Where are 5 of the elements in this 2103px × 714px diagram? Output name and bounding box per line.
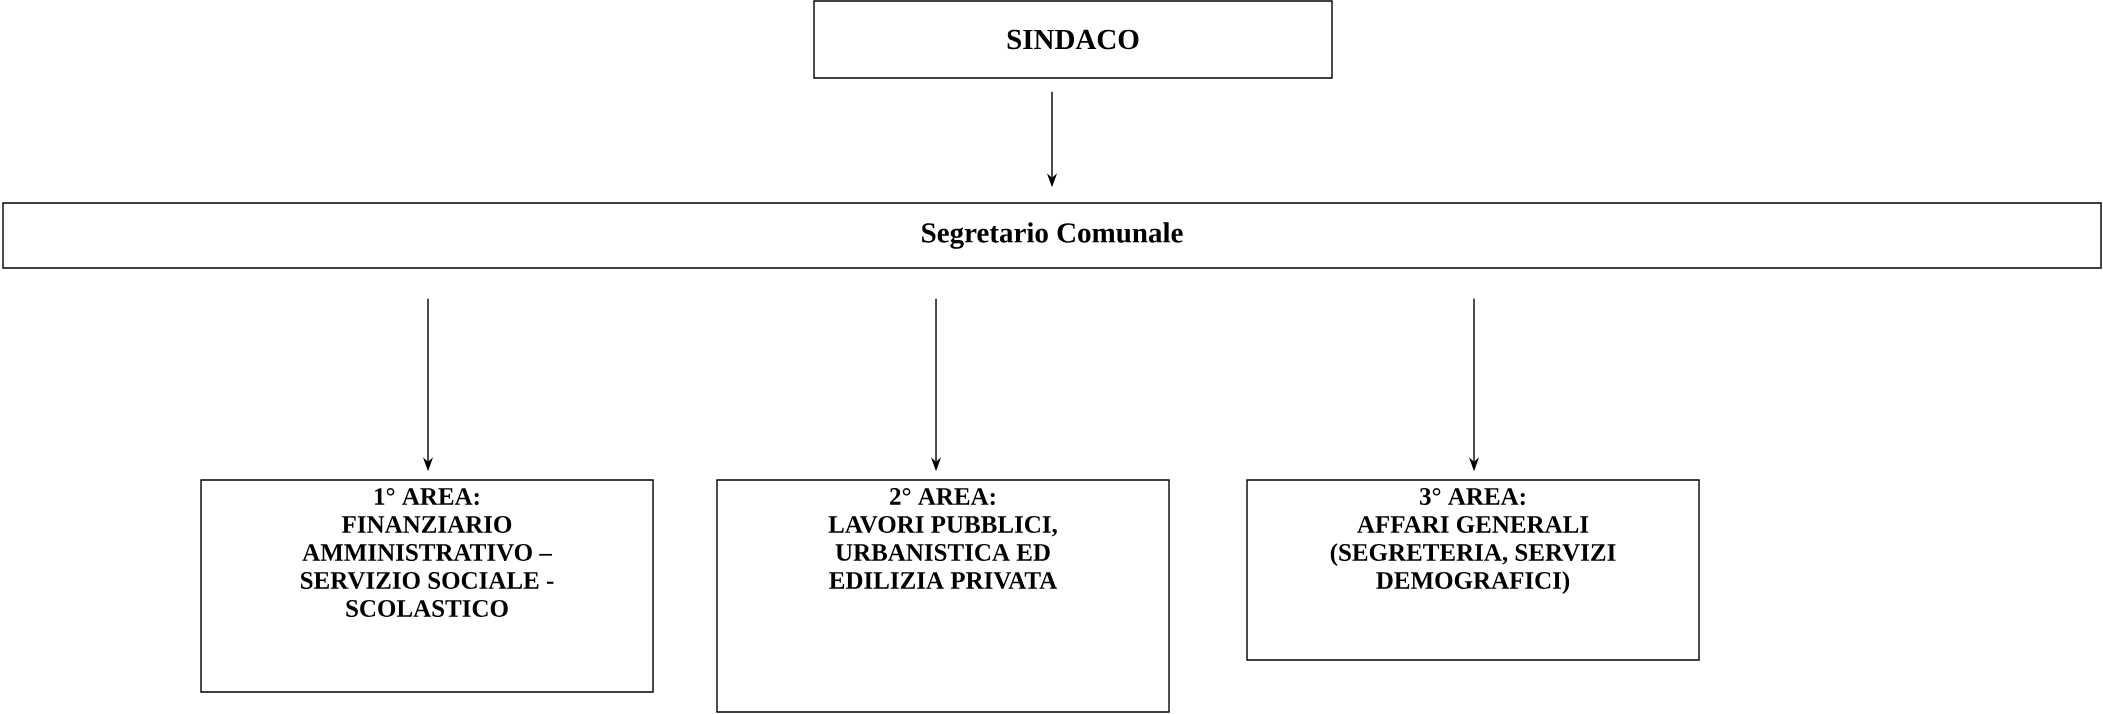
title-box: SINDACO [813,0,1333,79]
area-box: 3° AREA: AFFARI GENERALI (SEGRETERIA, SERVIZI DEMOGRAFICI) [1246,479,1700,661]
area-box: 2° AREA: LAVORI PUBBLICI, URBANISTICA ED EDILIZIA PRIVATA [716,479,1170,713]
area-box: 1° AREA: FINANZIARIO AMMINISTRATIVO – SERVIZIO SOCIALE - SCOLASTICO [200,479,654,693]
title-box: Segretario Comunale [2,202,2102,269]
